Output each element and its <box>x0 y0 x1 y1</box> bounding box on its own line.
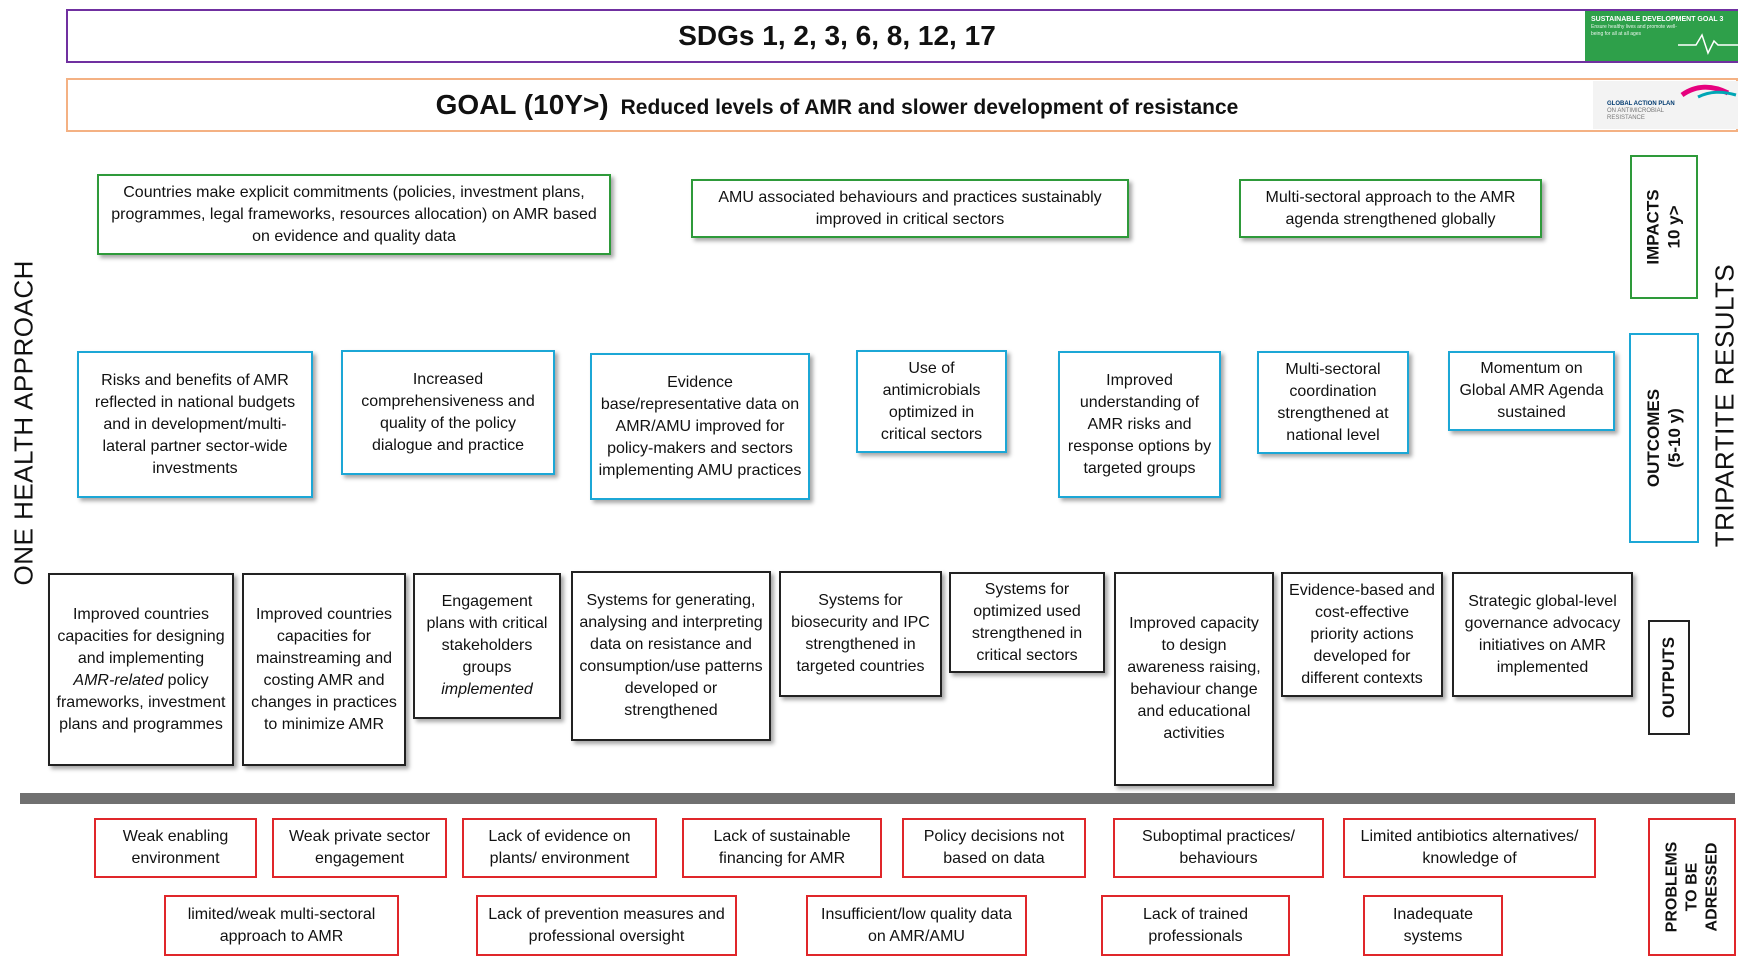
problem-box: Limited antibiotics alternatives/ knowle… <box>1343 818 1596 878</box>
goal-bar: GOAL (10Y>) Reduced levels of AMR and sl… <box>66 78 1738 132</box>
gap-logo-swoosh-icon <box>1680 84 1737 99</box>
divider-bar <box>20 793 1735 804</box>
outcome-box: Evidence base/representative data on AMR… <box>590 353 810 500</box>
output-box: Improved countries capacities for mainst… <box>242 573 406 766</box>
outcome-box: Risks and benefits of AMR reflected in n… <box>77 351 313 498</box>
outcome-box: Improved understanding of AMR risks and … <box>1058 351 1221 498</box>
problem-box: Lack of prevention measures and professi… <box>476 895 737 956</box>
output-box: Systems for optimized used strengthened … <box>949 572 1105 673</box>
problem-box: Lack of trained professionals <box>1101 895 1290 956</box>
goal-text: Reduced levels of AMR and slower develop… <box>620 96 1239 119</box>
outcome-box: Increased comprehensiveness and quality … <box>341 350 555 475</box>
problem-box: Lack of sustainable financing for AMR <box>682 818 882 878</box>
outcome-box: Momentum on Global AMR Agenda sustained <box>1448 351 1615 431</box>
impact-box: Countries make explicit commitments (pol… <box>97 174 611 255</box>
one-health-label: ONE HEALTH APPROACH <box>8 260 39 586</box>
problem-box: Inadequate systems <box>1363 895 1503 956</box>
impact-box: AMU associated behaviours and practices … <box>691 179 1129 238</box>
problem-box: Suboptimal practices/ behaviours <box>1113 818 1324 878</box>
output-box: Improved capacity to design awareness ra… <box>1114 572 1274 786</box>
outcome-box: Multi-sectoral coordination strengthened… <box>1257 351 1409 454</box>
output-box: Systems for biosecurity and IPC strength… <box>779 571 942 697</box>
gap-amr-logo: GLOBAL ACTION PLAN ON ANTIMICROBIAL RESI… <box>1593 81 1738 129</box>
output-box: Systems for generating, analysing and in… <box>571 571 771 741</box>
output-box: Improved countries capacities for design… <box>48 573 234 766</box>
problem-box: Weak enabling environment <box>94 818 257 878</box>
sdg-bar-text: SDGs 1, 2, 3, 6, 8, 12, 17 <box>678 20 996 51</box>
problem-box: Insufficient/low quality data on AMR/AMU <box>806 895 1027 956</box>
impact-box: Multi-sectoral approach to the AMR agend… <box>1239 179 1542 238</box>
problem-box: limited/weak multi-sectoral approach to … <box>164 895 399 956</box>
problem-box: Weak private sector engagement <box>272 818 447 878</box>
tripartite-results-label: TRIPARTITE RESULTS <box>1709 263 1738 548</box>
heartbeat-icon <box>1678 33 1738 55</box>
output-box: Evidence-based and cost-effective priori… <box>1281 572 1443 697</box>
outcome-box: Use of antimicrobials optimized in criti… <box>856 350 1007 453</box>
sdg-bar: SDGs 1, 2, 3, 6, 8, 12, 17 <box>66 9 1738 63</box>
impacts-level-label: IMPACTS 10 y> <box>1630 155 1698 299</box>
problem-box: Lack of evidence on plants/ environment <box>462 818 657 878</box>
outputs-level-label: OUTPUTS <box>1648 620 1690 735</box>
problem-box: Policy decisions not based on data <box>902 818 1086 878</box>
sdg3-badge: SUSTAINABLE DEVELOPMENT GOAL 3 Ensure he… <box>1585 11 1738 61</box>
output-box: Engagement plans with critical stakehold… <box>413 573 561 719</box>
output-box: Strategic global-level governance advoca… <box>1452 572 1633 697</box>
problems-level-label: PROBLEMS TO BE ADRESSED <box>1648 818 1736 956</box>
outcomes-level-label: OUTCOMES (5-10 y) <box>1629 333 1699 543</box>
goal-label: GOAL (10Y>) <box>435 89 609 120</box>
